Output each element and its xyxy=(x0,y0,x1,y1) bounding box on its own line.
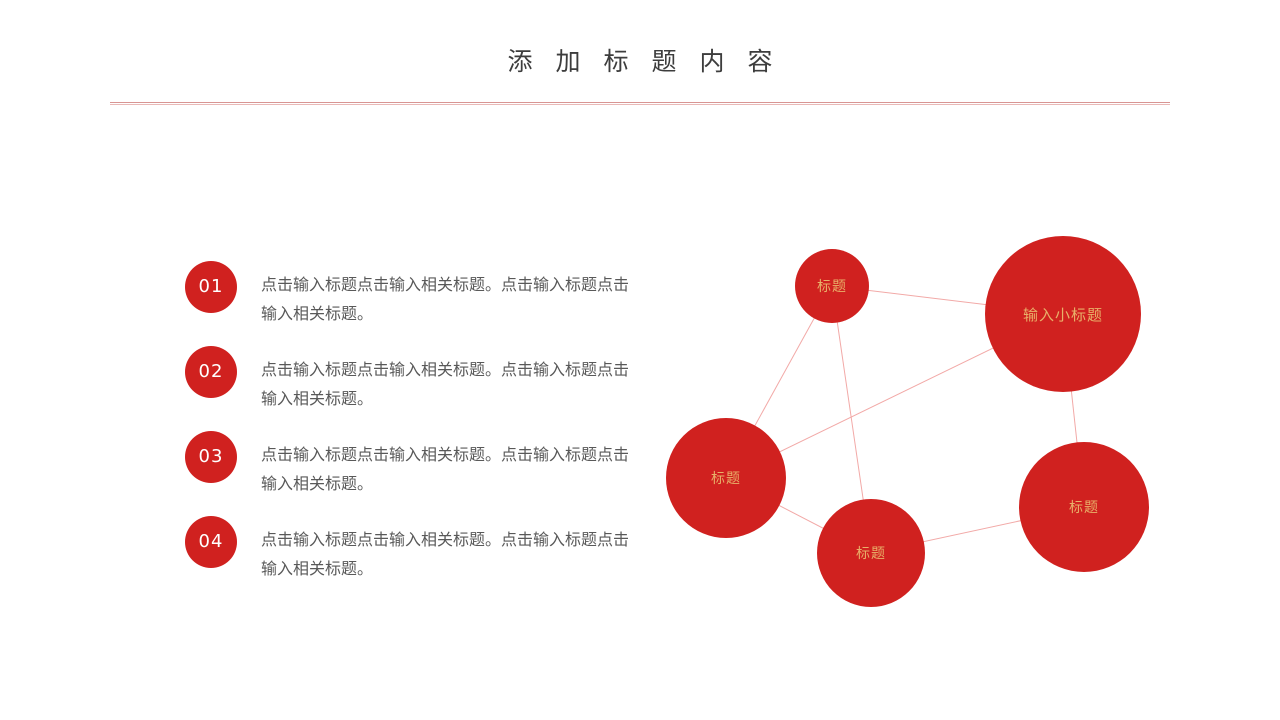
list-item: 03 点击输入标题点击输入相关标题。点击输入标题点击输入相关标题。 xyxy=(185,431,645,499)
diagram-node-right-low: 标题 xyxy=(1019,442,1149,572)
item-text: 点击输入标题点击输入相关标题。点击输入标题点击输入相关标题。 xyxy=(261,360,630,408)
list-item: 02 点击输入标题点击输入相关标题。点击输入标题点击输入相关标题。 xyxy=(185,346,645,414)
title-divider xyxy=(110,102,1170,105)
diagram-node-large: 输入小标题 xyxy=(985,236,1141,392)
numbered-list: 01 点击输入标题点击输入相关标题。点击输入标题点击输入相关标题。 02 点击输… xyxy=(185,261,645,601)
item-number-badge: 02 xyxy=(185,346,237,398)
item-text: 点击输入标题点击输入相关标题。点击输入标题点击输入相关标题。 xyxy=(261,530,630,578)
item-number-badge: 04 xyxy=(185,516,237,568)
item-text: 点击输入标题点击输入相关标题。点击输入标题点击输入相关标题。 xyxy=(261,275,630,323)
diagram-node-bottom-mid: 标题 xyxy=(817,499,925,607)
diagram-node-top-small: 标题 xyxy=(795,249,869,323)
item-number-badge: 03 xyxy=(185,431,237,483)
list-item: 04 点击输入标题点击输入相关标题。点击输入标题点击输入相关标题。 xyxy=(185,516,645,584)
slide-title: 添加标题内容 xyxy=(507,47,796,76)
list-item: 01 点击输入标题点击输入相关标题。点击输入标题点击输入相关标题。 xyxy=(185,261,645,329)
item-number-badge: 01 xyxy=(185,261,237,313)
diagram-node-left-mid: 标题 xyxy=(666,418,786,538)
item-text: 点击输入标题点击输入相关标题。点击输入标题点击输入相关标题。 xyxy=(261,445,630,493)
